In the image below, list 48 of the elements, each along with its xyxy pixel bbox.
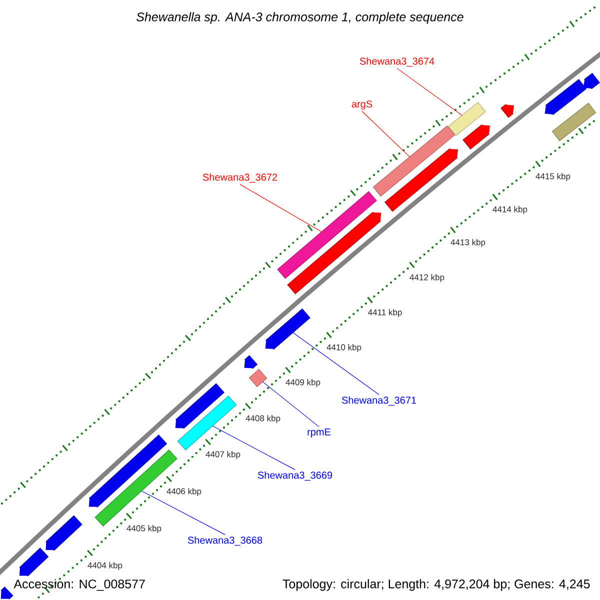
- tick-label: 4410 kbp: [326, 344, 362, 352]
- gene-feature: [265, 308, 310, 350]
- leader-line: [292, 332, 380, 395]
- gene-feature: [19, 548, 49, 576]
- gene-feature: [175, 383, 224, 429]
- leader-line: [396, 68, 462, 116]
- gene-block: [248, 368, 268, 388]
- gene-feature: [544, 79, 586, 115]
- gene-feature: [88, 434, 167, 508]
- gene-feature: [46, 515, 82, 551]
- gene-block: [372, 126, 456, 196]
- leader-line: [240, 184, 322, 232]
- gene-block: [277, 191, 377, 279]
- tick-label: 4404 kbp: [88, 562, 122, 570]
- tick-label: 4414 kbp: [492, 206, 528, 214]
- gene-block: [552, 102, 596, 142]
- gene-label: Shewana3_3668: [188, 536, 262, 546]
- tick-label: 4411 kbp: [368, 309, 402, 317]
- gene-block: [448, 102, 486, 136]
- tick-label: 4406 kbp: [166, 488, 202, 496]
- gene-feature: [500, 104, 514, 118]
- gene-label: Shewana3_3669: [258, 471, 332, 481]
- tick-label: 4408 kbp: [246, 415, 280, 423]
- tick-label: 4407 kbp: [206, 451, 240, 459]
- tick-label: 4415 kbp: [536, 173, 570, 181]
- title: Shewanella sp. ANA-3 chromosome 1, complete sequence: [136, 12, 464, 24]
- tick-label: 4405 kbp: [126, 525, 162, 533]
- leader-line: [362, 110, 410, 158]
- tick-label: 4409 kbp: [286, 379, 320, 387]
- leader-line: [212, 426, 296, 470]
- info-text: Topology: circular; Length: 4,972,204 bp; Genes: 4,245: [282, 579, 590, 591]
- tick-label: 4412 kbp: [410, 274, 444, 282]
- leader-line: [141, 490, 226, 535]
- gene-feature: [244, 355, 258, 369]
- gene-label: rpmE: [308, 428, 331, 438]
- gene-feature: [0, 586, 14, 600]
- gene-label: Shewana3_3674: [360, 57, 434, 67]
- gene-label: Shewana3_3672: [202, 173, 278, 183]
- info-text: Accession: NC_008577: [14, 579, 145, 591]
- gene-feature: [583, 72, 600, 90]
- gene-block: [177, 396, 237, 450]
- gene-feature: [384, 148, 458, 212]
- gene-feature: [462, 124, 490, 150]
- gene-label: Shewana3_3671: [342, 396, 416, 406]
- leader-line: [262, 382, 320, 428]
- gene-feature: [287, 212, 382, 294]
- tick-label: 4413 kbp: [450, 239, 486, 247]
- gene-label: argS: [352, 100, 372, 110]
